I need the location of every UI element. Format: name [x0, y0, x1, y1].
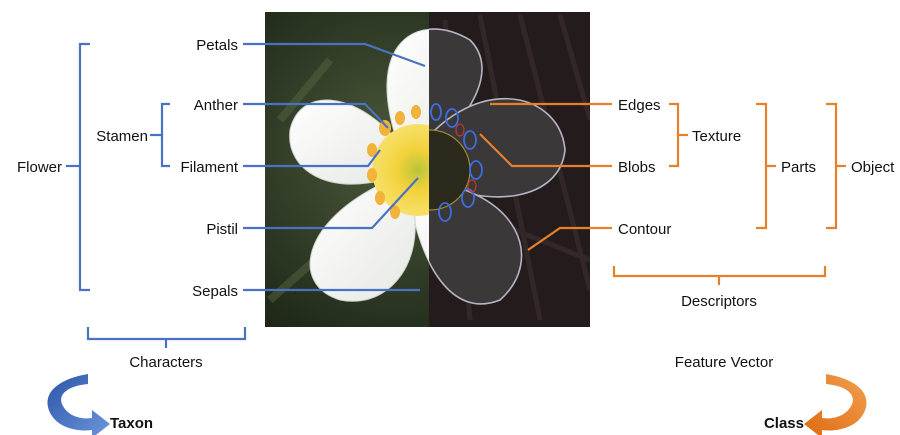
label-pistil: Pistil [206, 221, 238, 238]
label-parts: Parts [781, 159, 816, 176]
label-petals: Petals [196, 37, 238, 54]
label-characters: Characters [129, 354, 202, 371]
curved-arrow-down-left-icon [804, 374, 867, 435]
label-filament: Filament [180, 159, 238, 176]
left-brackets [66, 44, 245, 348]
label-descriptors: Descriptors [681, 293, 757, 310]
label-anther: Anther [194, 97, 238, 114]
label-blobs: Blobs [618, 159, 656, 176]
curved-arrow-down-right-icon [48, 374, 111, 435]
label-texture: Texture [692, 128, 741, 145]
label-class: Class [764, 415, 804, 432]
flower-photo [265, 12, 590, 327]
label-contour: Contour [618, 221, 671, 238]
label-edges: Edges [618, 97, 661, 114]
label-sepals: Sepals [192, 283, 238, 300]
label-taxon: Taxon [110, 415, 153, 432]
label-stamen: Stamen [96, 128, 148, 145]
label-feature-vector: Feature Vector [675, 354, 773, 371]
label-object: Object [851, 159, 895, 176]
label-flower: Flower [17, 159, 62, 176]
